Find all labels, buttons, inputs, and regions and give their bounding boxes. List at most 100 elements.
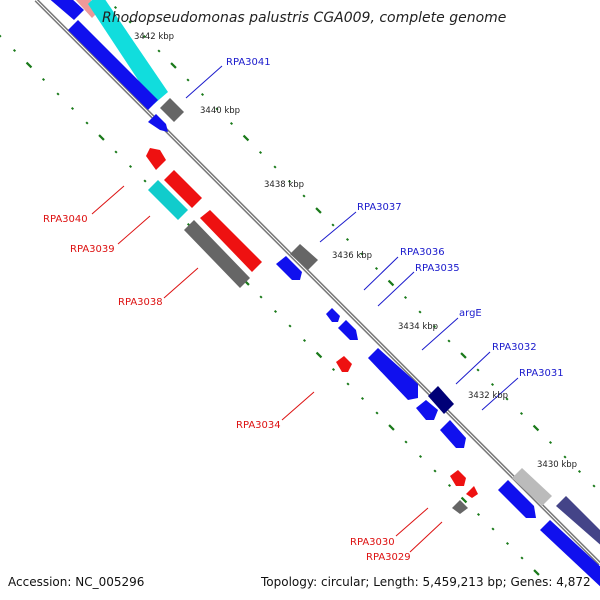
gc-dot bbox=[360, 252, 364, 256]
gc-dot bbox=[520, 556, 524, 560]
gc-dot bbox=[447, 483, 452, 488]
gc-dot bbox=[460, 496, 468, 504]
gc-dot bbox=[331, 367, 336, 372]
gc-dot bbox=[98, 134, 105, 141]
backbone bbox=[34, 0, 600, 566]
gc-dot bbox=[315, 207, 322, 214]
cds-navy-arrow[interactable] bbox=[428, 386, 454, 414]
gene-features bbox=[46, 0, 600, 590]
cds-blue-arrow[interactable] bbox=[148, 114, 168, 132]
gene-label-rpa3031[interactable]: RPA3031 bbox=[519, 368, 564, 379]
gene-label-rpa3041[interactable]: RPA3041 bbox=[226, 57, 271, 68]
cds-blue-arrow[interactable] bbox=[338, 320, 358, 340]
cds-red-arrow[interactable] bbox=[164, 170, 202, 208]
gc-dot bbox=[287, 179, 292, 184]
cds-gray-long-arrow[interactable] bbox=[184, 220, 250, 288]
reverse-gene-labels: RPA3040 RPA3039 RPA3038 RPA3034 RPA3030 … bbox=[43, 214, 411, 563]
kbp-marker: 3440 kbp bbox=[200, 106, 240, 116]
gc-dot bbox=[374, 266, 379, 271]
gc-dot bbox=[258, 150, 263, 155]
gc-dot bbox=[315, 351, 323, 359]
gc-dot bbox=[345, 237, 350, 242]
gc-dot bbox=[186, 78, 190, 82]
gc-dot bbox=[259, 295, 263, 299]
gene-label-rpa3032[interactable]: RPA3032 bbox=[492, 342, 537, 353]
gc-dot bbox=[157, 49, 161, 53]
gc-dot bbox=[548, 440, 553, 445]
cds-red-arrow[interactable] bbox=[450, 470, 466, 486]
gc-dot bbox=[56, 92, 60, 96]
genome-summary-text: Topology: circular; Length: 5,459,213 bp… bbox=[260, 575, 591, 589]
cds-gray-arrow[interactable] bbox=[160, 98, 184, 122]
gc-dot bbox=[242, 134, 250, 142]
gc-dot bbox=[490, 382, 495, 387]
gc-dot bbox=[387, 279, 395, 287]
cds-red-long-arrow[interactable] bbox=[200, 210, 262, 272]
forward-gene-labels: RPA3041 RPA3037 RPA3036 RPA3035 argE RPA… bbox=[226, 57, 564, 379]
kbp-marker: 3430 kbp bbox=[537, 460, 577, 470]
cds-red-arrow[interactable] bbox=[336, 356, 352, 372]
gc-dot bbox=[403, 295, 408, 300]
gc-dot bbox=[302, 194, 306, 198]
gc-dot bbox=[0, 34, 2, 38]
cds-blue-arrow[interactable] bbox=[276, 256, 302, 280]
gene-label-rpa3039[interactable]: RPA3039 bbox=[70, 244, 115, 255]
gene-label-rpa3040[interactable]: RPA3040 bbox=[43, 214, 88, 225]
cds-blue-arrow[interactable] bbox=[416, 400, 438, 420]
cds-blue-long-arrow[interactable] bbox=[68, 20, 158, 110]
cds-blue-arrow[interactable] bbox=[440, 420, 466, 448]
gc-dot bbox=[273, 309, 278, 314]
gc-dot bbox=[41, 77, 46, 82]
gene-label-arge[interactable]: argE bbox=[459, 308, 482, 319]
gc-dot bbox=[563, 455, 567, 459]
cds-blue-arrow[interactable] bbox=[46, 0, 84, 20]
gc-dot bbox=[85, 121, 89, 125]
gc-dot bbox=[360, 396, 365, 401]
gc-dot bbox=[273, 165, 277, 169]
reverse-label-leaders bbox=[91, 185, 443, 553]
kbp-marker: 3436 kbp bbox=[332, 251, 372, 261]
cds-silver-arrow[interactable] bbox=[512, 468, 552, 506]
kbp-marker: 3432 kbp bbox=[468, 391, 508, 401]
gc-dot bbox=[128, 20, 132, 24]
gc-dot bbox=[460, 352, 467, 359]
cds-blue-long-arrow[interactable] bbox=[540, 520, 600, 590]
gene-label-rpa3038[interactable]: RPA3038 bbox=[118, 297, 163, 308]
gc-dot bbox=[142, 34, 147, 39]
gene-label-rpa3030[interactable]: RPA3030 bbox=[350, 537, 395, 548]
gc-dot bbox=[476, 512, 481, 517]
gc-dot bbox=[288, 324, 292, 328]
gc-dot bbox=[505, 397, 509, 401]
gc-dot bbox=[302, 338, 307, 343]
gc-dot bbox=[114, 150, 118, 154]
gc-dot bbox=[577, 469, 582, 474]
cds-gray-arrow[interactable] bbox=[452, 500, 468, 514]
kbp-marker: 3434 kbp bbox=[398, 322, 438, 332]
gc-dot bbox=[418, 310, 422, 314]
cds-cyan-arrow[interactable] bbox=[148, 180, 188, 220]
cds-gray-arrow[interactable] bbox=[290, 244, 318, 270]
accession-text: Accession: NC_005296 bbox=[8, 575, 144, 589]
cds-red-arrow[interactable] bbox=[146, 148, 166, 170]
cds-red-arrow[interactable] bbox=[466, 486, 478, 498]
cds-cyan-arrow[interactable] bbox=[88, 0, 168, 104]
cds-blue-arrow[interactable] bbox=[326, 308, 340, 322]
cds-slate-arrow[interactable] bbox=[556, 496, 600, 548]
gene-label-rpa3029[interactable]: RPA3029 bbox=[366, 552, 411, 563]
gene-label-rpa3036[interactable]: RPA3036 bbox=[400, 247, 445, 258]
gc-dot bbox=[128, 164, 133, 169]
gc-dot bbox=[215, 107, 219, 111]
gene-label-rpa3035[interactable]: RPA3035 bbox=[415, 263, 460, 274]
gc-dot bbox=[331, 223, 335, 227]
gc-dot bbox=[229, 121, 234, 126]
gc-dot bbox=[143, 179, 147, 183]
gene-label-rpa3034[interactable]: RPA3034 bbox=[236, 420, 281, 431]
cds-blue-long-arrow[interactable] bbox=[368, 348, 418, 400]
gc-dot bbox=[404, 440, 408, 444]
gene-label-rpa3037[interactable]: RPA3037 bbox=[357, 202, 402, 213]
gc-dot bbox=[505, 541, 510, 546]
gc-dot bbox=[491, 527, 495, 531]
gc-dot bbox=[170, 62, 177, 69]
cds-blue-long-arrow[interactable] bbox=[498, 480, 536, 518]
